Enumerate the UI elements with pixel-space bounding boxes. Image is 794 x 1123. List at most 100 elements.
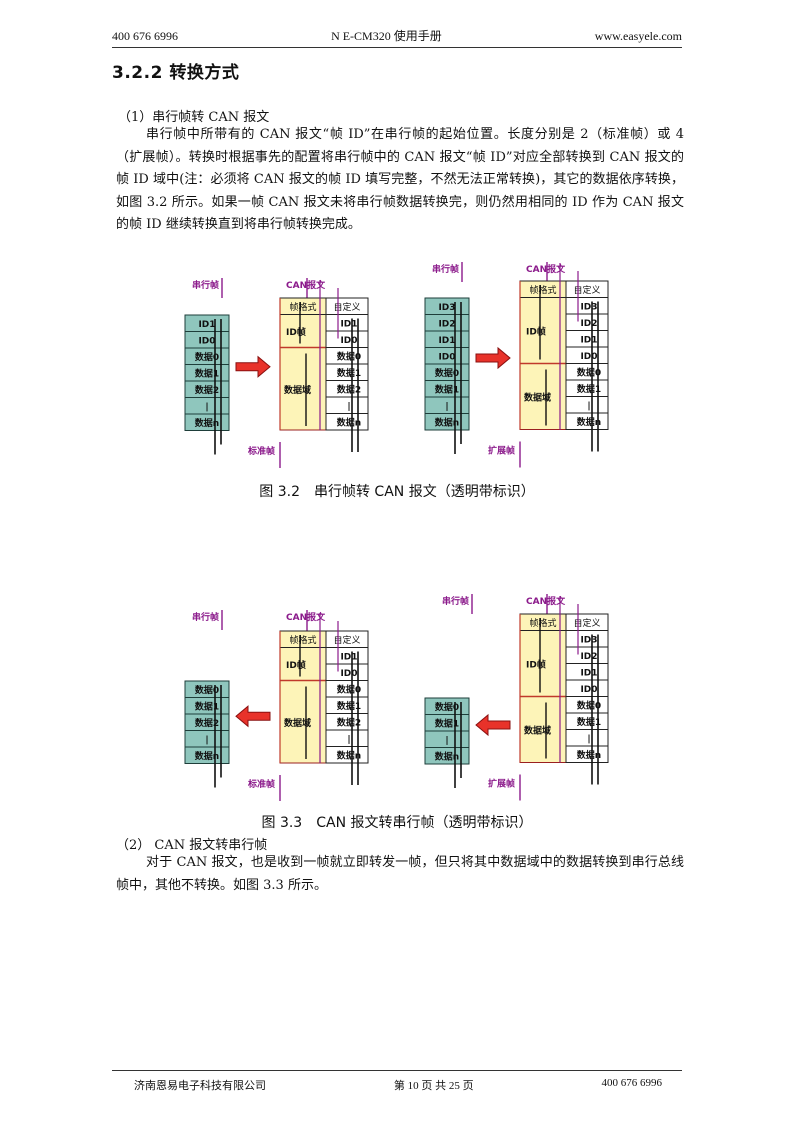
- can-header-text: 帧格式: [289, 634, 316, 646]
- serial-cell-text: 数据2: [195, 717, 219, 729]
- serial-cell-text: 数据2: [195, 384, 219, 396]
- can-cell-text: ID1: [580, 669, 597, 679]
- footer-page: 第 10 页 共 25 页: [393, 1080, 474, 1092]
- can-cell-text: ID0: [580, 685, 597, 695]
- can-cell-text: 数据n: [577, 749, 601, 761]
- serial-cell-text: ID1: [198, 320, 215, 330]
- serial-cell-text: |: [205, 403, 208, 413]
- part2-heading: （2） CAN 报文转串行帧: [116, 838, 268, 853]
- serial-cell-text: 数据n: [435, 751, 459, 763]
- serial-cell: [184, 746, 230, 764]
- part1-heading: （1）串行帧转 CAN 报文: [118, 110, 270, 125]
- can-id-label: ID帧: [526, 326, 546, 338]
- can-cell-text: ID0: [340, 336, 357, 346]
- serial-cell-text: 数据n: [435, 417, 459, 429]
- serial-cell-text: ID0: [198, 337, 215, 347]
- serial-cell-text: ID1: [438, 336, 455, 346]
- can-header-text: 帧格式: [529, 284, 556, 296]
- can-message-label: CAN报文: [286, 279, 326, 291]
- can-cell-text: ID3: [580, 303, 597, 313]
- can-cell-text: 数据1: [577, 716, 601, 728]
- can-cell-text: ID2: [580, 319, 597, 329]
- can-cell-text: ID0: [340, 669, 357, 679]
- serial-cell-text: 数据0: [435, 701, 459, 713]
- can-data-label: 数据域: [284, 384, 311, 396]
- can-cell-text: 数据n: [337, 417, 361, 429]
- can-cell-text: 数据2: [337, 717, 361, 729]
- page-header: 400 676 6996 N E-CM320 使用手册 www.easyele.…: [112, 24, 682, 48]
- serial-cell-text: 数据1: [195, 368, 219, 380]
- can-cell-text: 数据n: [577, 416, 601, 428]
- serial-cell-text: ID0: [438, 353, 455, 363]
- serial-frame-label: 串行帧: [442, 595, 469, 607]
- serial-cell-text: 数据1: [435, 718, 459, 730]
- can-data-label: 数据域: [524, 725, 551, 737]
- can-header-text: 自定义: [573, 284, 600, 296]
- arrow-left-icon: [475, 713, 511, 737]
- can-cell-text: 数据0: [337, 351, 361, 363]
- can-cell-text: |: [347, 735, 350, 745]
- can-cell-text: |: [587, 735, 590, 745]
- can-cell-text: 数据1: [337, 700, 361, 712]
- figure2-caption: 图 3.2 串行帧转 CAN 报文（透明带标识）: [259, 484, 535, 500]
- frame-type-label: 扩展帧: [488, 445, 515, 457]
- can-cell-text: ID0: [580, 352, 597, 362]
- can-cell-text: |: [587, 402, 590, 412]
- serial-cell: [184, 413, 230, 431]
- serial-cell-text: 数据n: [195, 750, 219, 762]
- can-header-text: 帧格式: [529, 617, 556, 629]
- frame-type-label: 扩展帧: [488, 778, 515, 790]
- can-header-text: 自定义: [333, 301, 360, 313]
- can-cell-text: 数据1: [577, 383, 601, 395]
- header-title: N E-CM320 使用手册: [331, 29, 442, 43]
- can-cell-text: |: [347, 402, 350, 412]
- can-header-text: 自定义: [573, 617, 600, 629]
- frame-type-label: 标准帧: [247, 445, 275, 457]
- header-site: www.easyele.com: [594, 29, 682, 43]
- can-id-label: ID帧: [526, 659, 546, 671]
- section-title: 3.2.2 转换方式: [112, 63, 240, 83]
- serial-cell-text: |: [205, 736, 208, 746]
- page-footer: 济南恩易电子科技有限公司 第 10 页 共 25 页 400 676 6996: [112, 1070, 682, 1093]
- can-cell-text: ID3: [580, 636, 597, 646]
- serial-cell-text: 数据0: [195, 684, 219, 696]
- can-message-label: CAN报文: [526, 595, 566, 607]
- can-cell-text: 数据0: [337, 684, 361, 696]
- can-cell-text: 数据2: [337, 384, 361, 396]
- can-cell-text: ID1: [580, 336, 597, 346]
- can-message-label: CAN报文: [286, 611, 326, 623]
- can-cell-text: ID1: [340, 653, 357, 663]
- serial-cell-text: 数据1: [195, 701, 219, 713]
- arrow-right-icon: [475, 346, 511, 370]
- serial-cell-text: |: [445, 402, 448, 412]
- serial-cell-text: 数据n: [195, 417, 219, 429]
- can-data-label: 数据域: [284, 717, 311, 729]
- part1-paragraph: 串行帧中所带有的 CAN 报文“帧 ID”在串行帧的起始位置。长度分别是 2（标…: [116, 127, 684, 233]
- serial-cell: [424, 747, 470, 765]
- footer-company: 济南恩易电子科技有限公司: [134, 1080, 266, 1092]
- serial-cell-text: 数据1: [435, 384, 459, 396]
- part2-paragraph: 对于 CAN 报文，也是收到一帧就立即转发一帧，但只将其中数据域中的数据转换到串…: [116, 855, 684, 893]
- serial-frame-label: 串行帧: [192, 279, 219, 291]
- footer-phone: 400 676 6996: [601, 1077, 663, 1089]
- can-id-label: ID帧: [286, 659, 306, 671]
- serial-cell-text: ID2: [438, 320, 455, 330]
- can-id-label: ID帧: [286, 326, 306, 338]
- can-message-label: CAN报文: [526, 263, 566, 275]
- serial-cell-text: |: [445, 736, 448, 746]
- figure3-caption: 图 3.3 CAN 报文转串行帧（透明带标识）: [261, 815, 533, 831]
- can-cell-text: 数据1: [337, 367, 361, 379]
- frame-type-label: 标准帧: [247, 778, 275, 790]
- serial-cell-text: ID3: [438, 303, 455, 313]
- serial-frame-label: 串行帧: [432, 263, 459, 275]
- can-cell-text: ID1: [340, 320, 357, 330]
- arrow-left-icon: [235, 705, 271, 728]
- header-phone: 400 676 6996: [112, 29, 178, 43]
- can-cell-text: ID2: [580, 652, 597, 662]
- can-header-text: 帧格式: [289, 301, 316, 313]
- can-data-label: 数据域: [524, 392, 551, 404]
- can-header-text: 自定义: [333, 634, 360, 646]
- serial-frame-label: 串行帧: [192, 611, 219, 623]
